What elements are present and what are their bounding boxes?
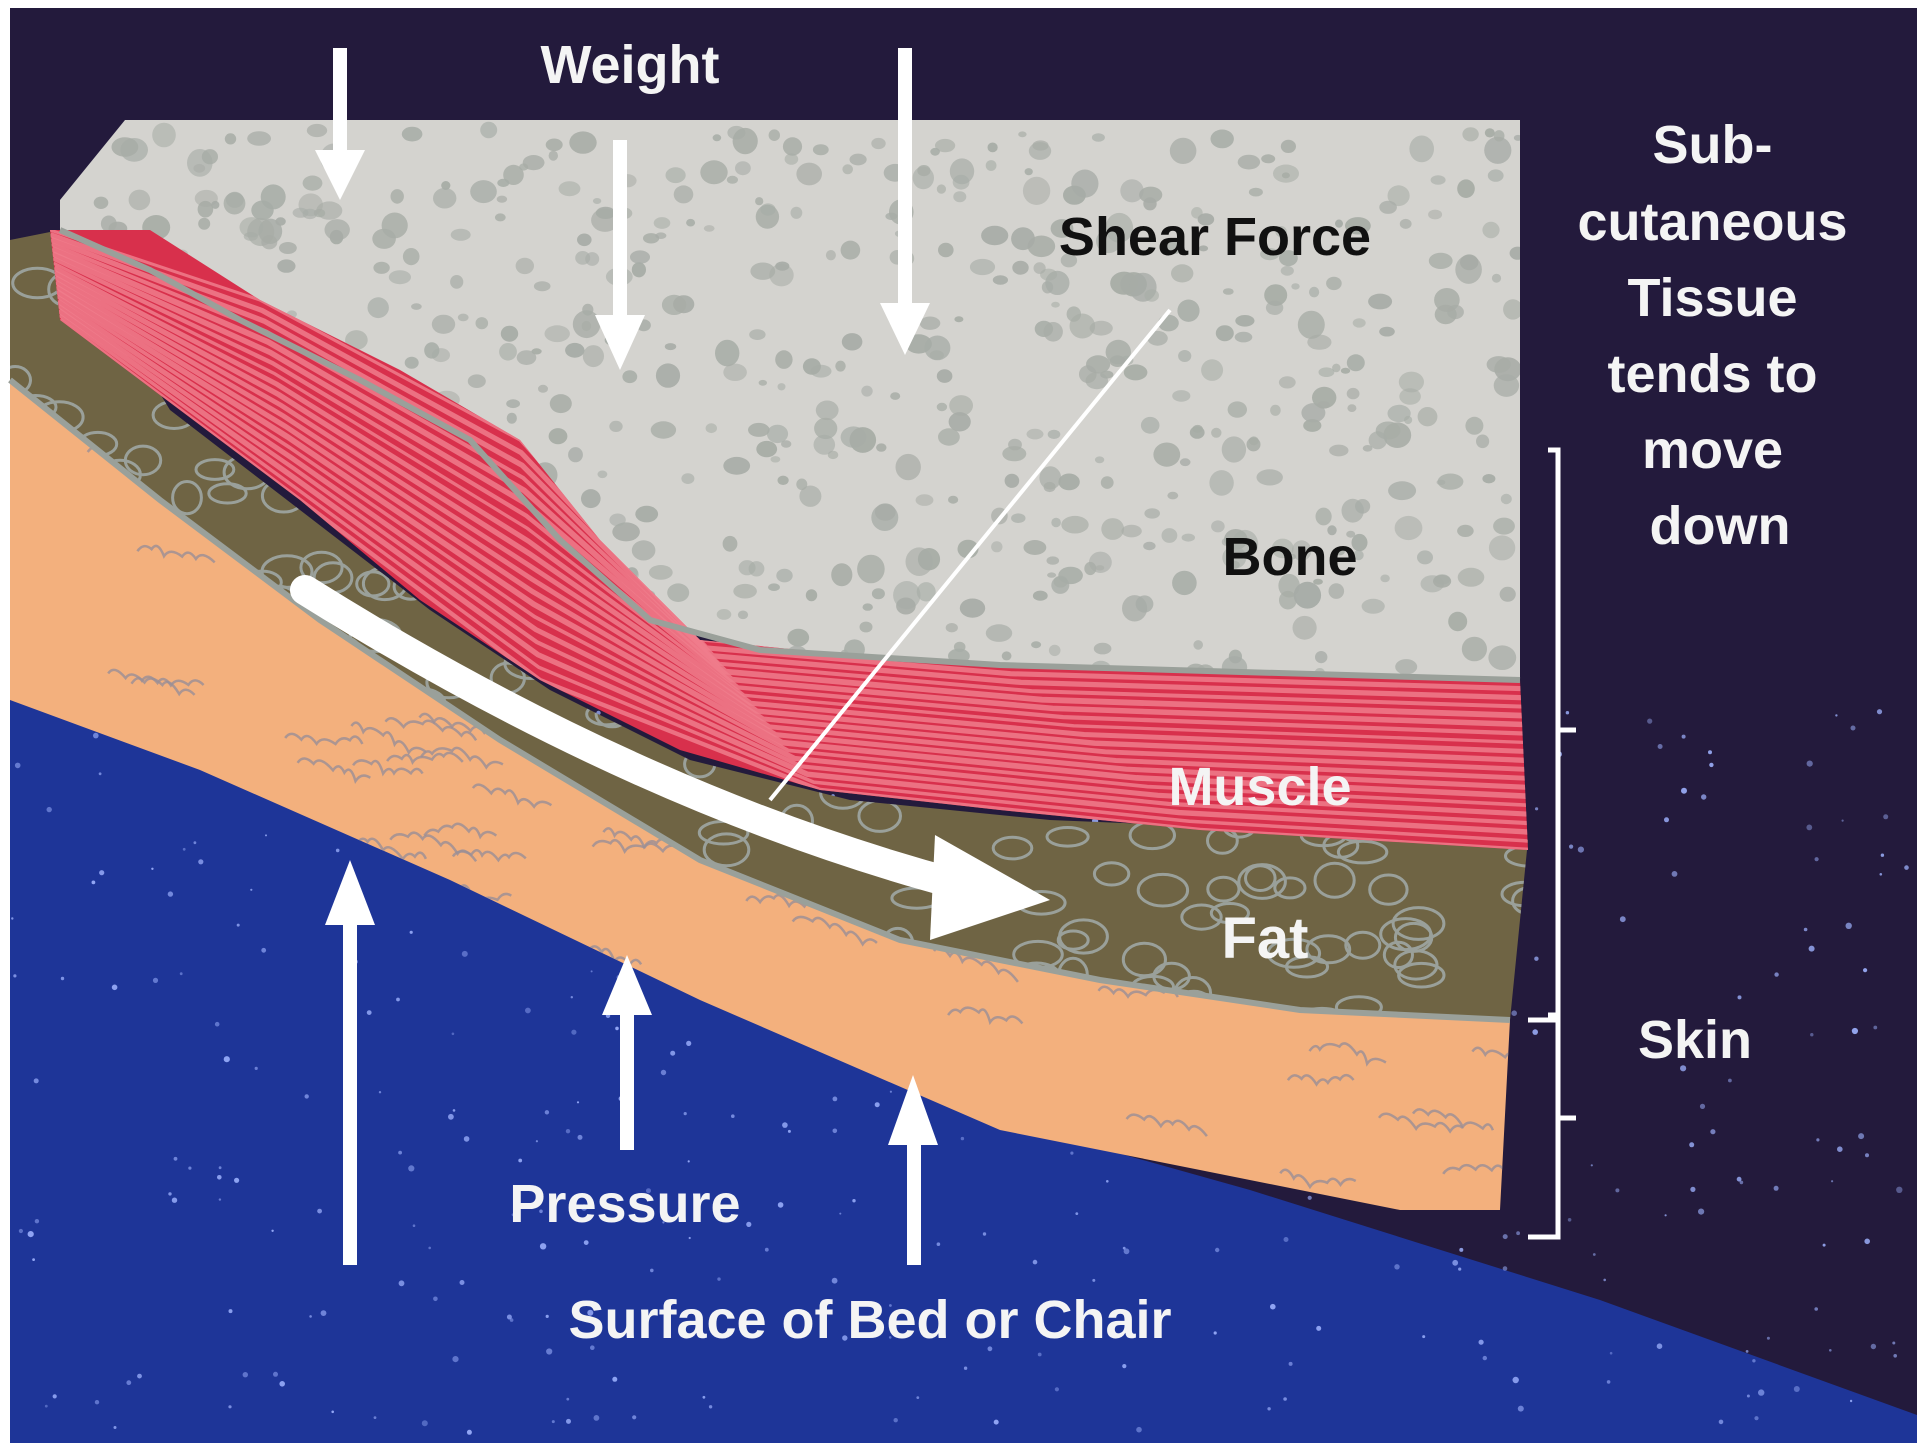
subcutaneous-line-5: move (1642, 420, 1783, 480)
pressure-label: Pressure (509, 1174, 740, 1234)
subcutaneous-line-3: Tissue (1627, 268, 1797, 328)
fat-label: Fat (1222, 906, 1309, 971)
subcutaneous-line-6: down (1650, 496, 1791, 556)
weight-label: Weight (541, 35, 720, 95)
subcutaneous-line-4: tends to (1607, 344, 1817, 404)
shear-force-label: Shear Force (1059, 207, 1371, 267)
subcutaneous-line-1: Sub- (1653, 115, 1773, 175)
surface-label: Surface of Bed or Chair (568, 1290, 1171, 1350)
muscle-label: Muscle (1168, 757, 1351, 817)
subcutaneous-line-2: cutaneous (1577, 192, 1847, 252)
skin-label: Skin (1638, 1010, 1752, 1070)
bone-label: Bone (1223, 527, 1358, 587)
